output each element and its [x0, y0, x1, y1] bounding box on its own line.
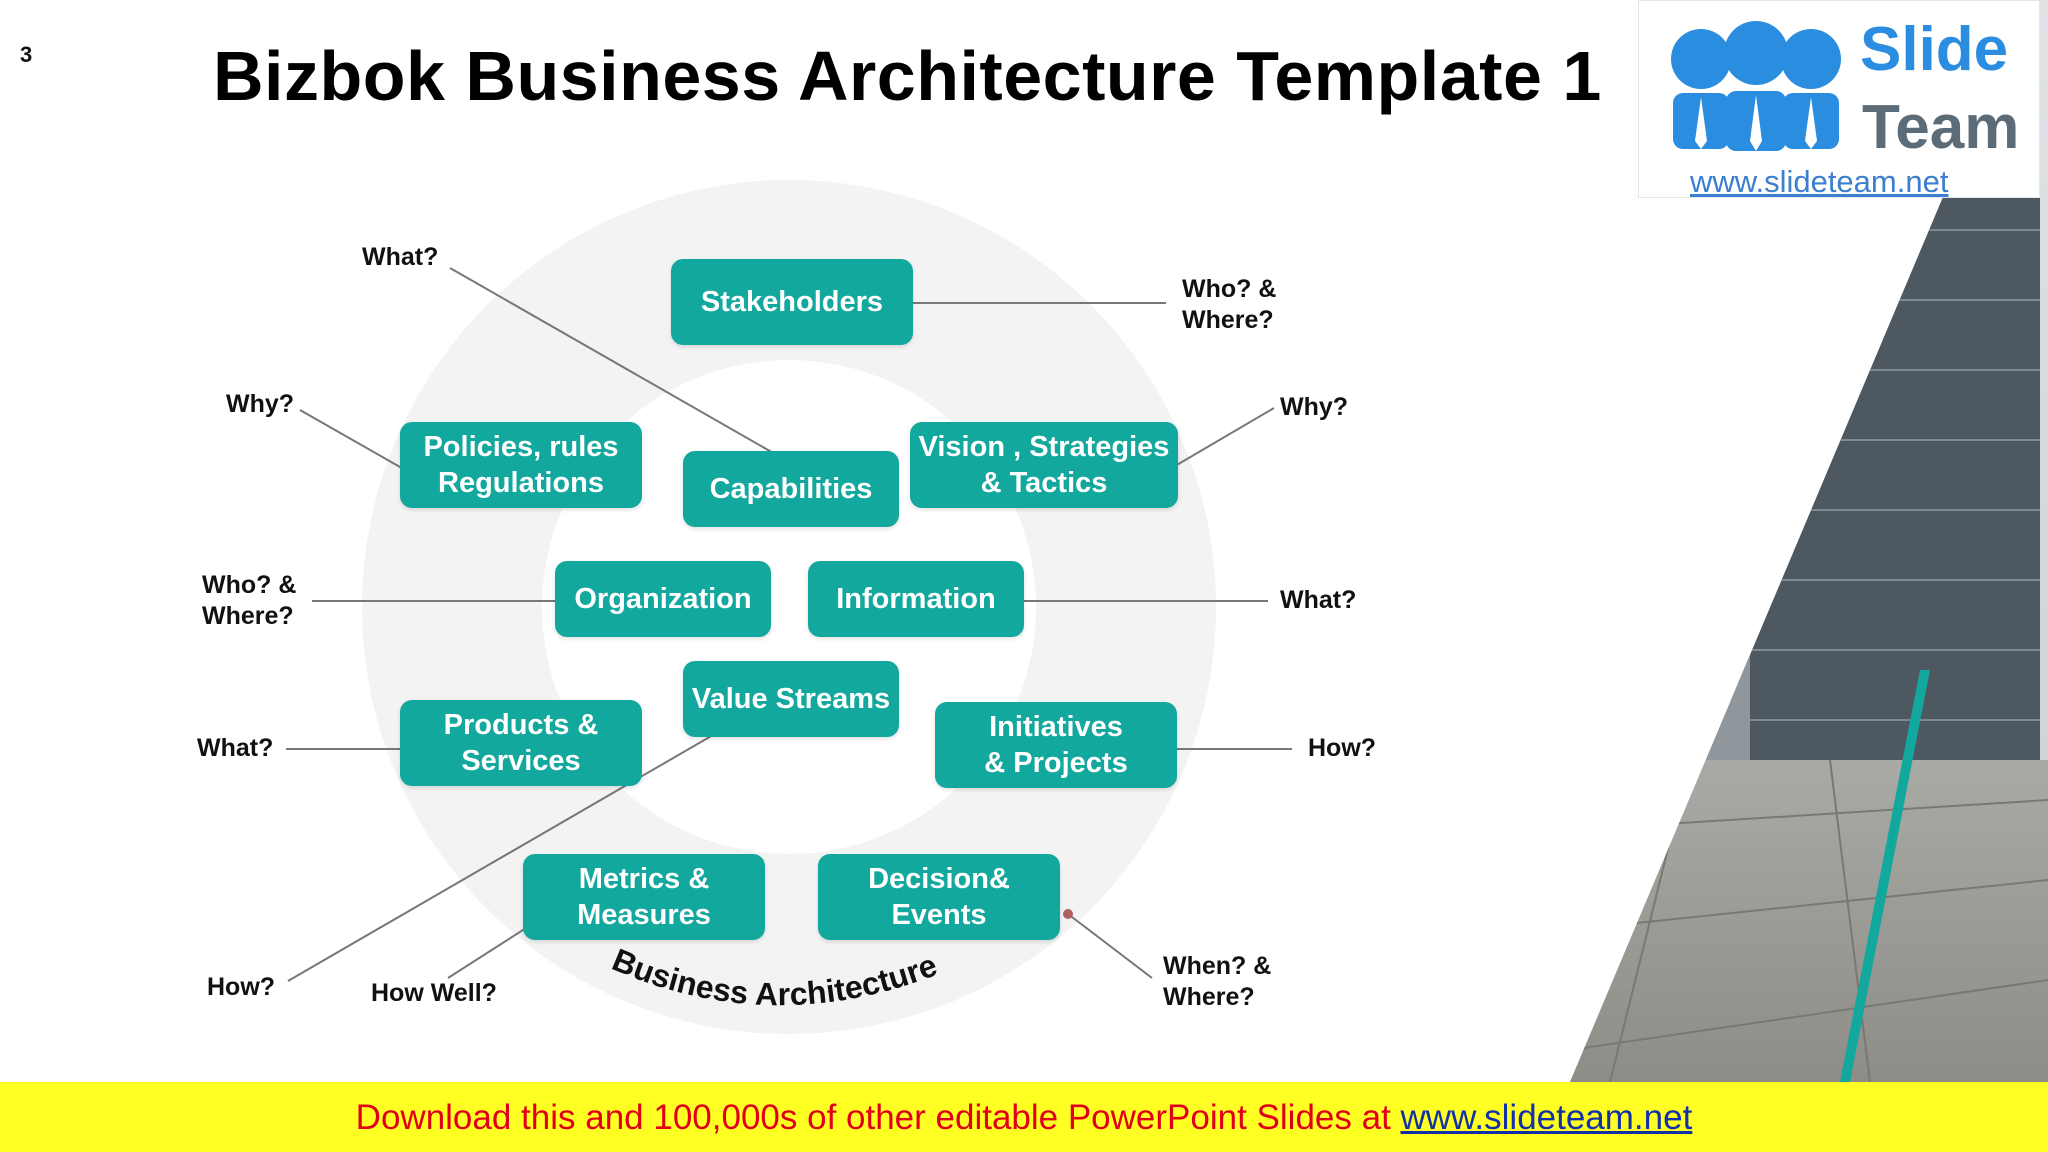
box-label-line2: Regulations [438, 467, 604, 499]
question-what-right: What? [1280, 586, 1357, 614]
connector-decision [1067, 913, 1153, 979]
question-who-where-left: Who? & Where? [202, 570, 296, 632]
box-organization: Organization [555, 561, 771, 637]
box-label-line1: Decision& [868, 863, 1010, 895]
question-why-right: Why? [1280, 393, 1349, 421]
logo-text-team: Team [1862, 93, 2020, 162]
box-label-line1: Metrics & [578, 863, 710, 895]
box-information: Information [808, 561, 1024, 637]
question-how-bottom: How? [207, 973, 276, 1001]
page-title: Bizbok Business Architecture Template 1 [213, 37, 1602, 115]
footer-message: Download this and 100,000s of other edit… [355, 1098, 1401, 1137]
box-metrics: Metrics & Measures [523, 854, 765, 940]
box-label-line2: & Projects [984, 747, 1128, 779]
box-label-line2: Events [891, 899, 987, 931]
box-label: Organization [574, 583, 752, 615]
question-line2: Where? [1163, 983, 1255, 1011]
question-line1: When? & [1163, 952, 1272, 980]
question-line2: Where? [1182, 306, 1274, 334]
box-value-streams: Value Streams [683, 661, 899, 737]
question-how-well: How Well? [371, 979, 497, 1007]
box-label-line1: Vision , Strategies [918, 431, 1170, 463]
question-what-top: What? [362, 243, 439, 271]
box-label: Stakeholders [700, 286, 884, 318]
people-icon [1671, 21, 1841, 151]
question-line1: Who? & [202, 571, 297, 599]
box-products: Products & Services [400, 700, 642, 786]
box-initiatives: Initiatives & Projects [935, 702, 1177, 788]
logo-url-link[interactable]: www.slideteam.net [1690, 164, 1949, 199]
footer-banner [0, 1082, 2048, 1152]
box-label: Information [836, 583, 996, 615]
slide-number: 3 [20, 42, 33, 67]
box-label-line1: Initiatives [989, 711, 1123, 743]
footer-link[interactable]: www.slideteam.net [1400, 1098, 1693, 1137]
box-capabilities: Capabilities [683, 451, 899, 527]
box-label-line1: Policies, rules [423, 431, 619, 463]
ring-label-text: Business Architecture [607, 941, 941, 1012]
box-label-line2: & Tactics [980, 467, 1108, 499]
question-line2: Where? [202, 602, 294, 630]
box-stakeholders: Stakeholders [671, 259, 913, 345]
slideteam-logo [1638, 0, 2040, 198]
box-policies: Policies, rules Regulations [400, 422, 642, 508]
footer-text: Download this and 100,000s of other edit… [0, 1098, 2048, 1138]
box-label-line2: Measures [577, 899, 711, 931]
box-decision: Decision& Events [818, 854, 1060, 940]
question-how-right: How? [1308, 734, 1377, 762]
box-label-line1: Products & [443, 709, 599, 741]
logo-text-slide: Slide [1860, 15, 2009, 84]
question-what-left: What? [197, 734, 274, 762]
box-label: Capabilities [709, 473, 873, 505]
box-vision: Vision , Strategies & Tactics [910, 422, 1178, 508]
question-why-left: Why? [226, 390, 295, 418]
question-line1: Who? & [1182, 275, 1277, 303]
question-when-where: When? & Where? [1163, 951, 1271, 1013]
question-who-where-top: Who? & Where? [1182, 274, 1276, 336]
ring-label: Business Architecture [607, 941, 941, 1012]
svg-text:Business Architecture: Business Architecture [607, 941, 941, 1012]
box-label-line2: Services [461, 745, 581, 777]
box-label: Value Streams [691, 683, 891, 715]
